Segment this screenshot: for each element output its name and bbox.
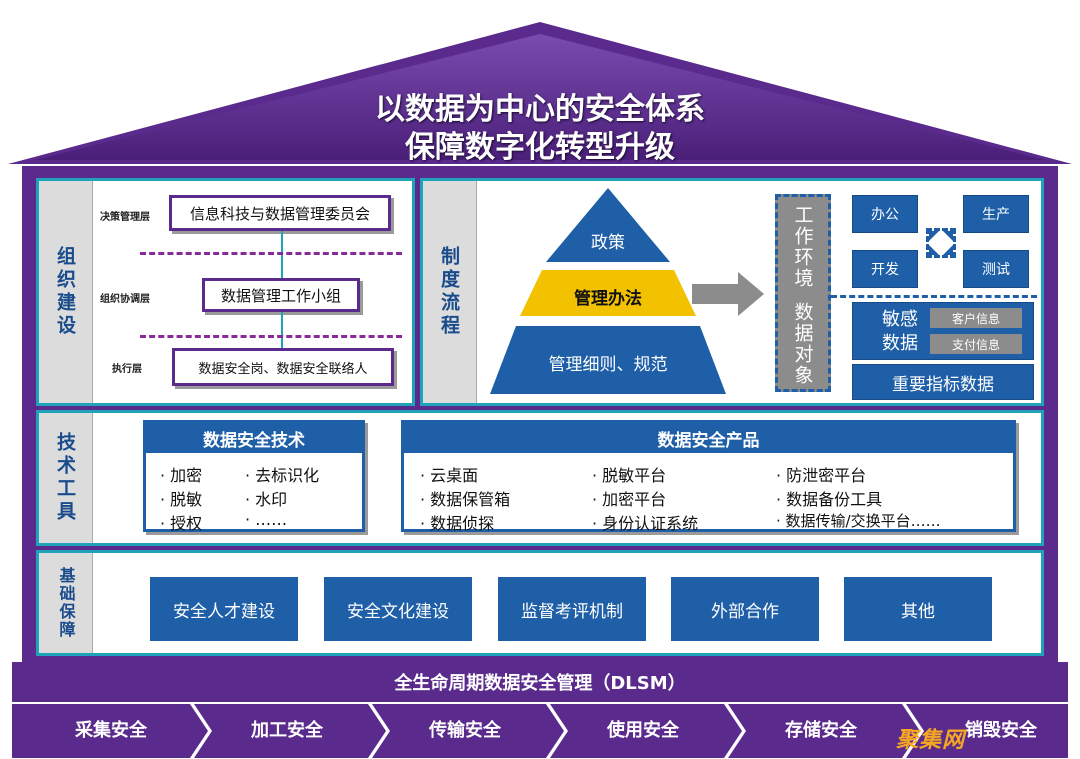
- org-divider-1: [140, 252, 402, 255]
- product-item: · 数据保管箱: [420, 490, 511, 509]
- tag-customer-info: 客户信息: [930, 308, 1022, 328]
- product-item: · 脱敏平台: [592, 466, 667, 485]
- data-obj-label: 数据对象: [791, 302, 814, 386]
- foundation-external: 外部合作: [671, 577, 819, 641]
- tech-item: · 脱敏: [160, 490, 203, 509]
- dlsm-bar: 全生命周期数据安全管理（DLSM）: [12, 662, 1068, 702]
- pyramid-top: [546, 188, 670, 262]
- org-box-committee: 信息科技与数据管理委员会: [169, 195, 391, 231]
- roof: [8, 22, 1072, 164]
- tech-header: 数据安全技术: [146, 423, 362, 453]
- foundation-talent: 安全人才建设: [150, 577, 298, 641]
- tech-item: · 加密: [160, 466, 203, 485]
- system-label: 制度流程: [423, 181, 477, 403]
- product-item: · 防泄密平台: [776, 466, 867, 485]
- org-connector-2: [281, 312, 283, 350]
- foundation-label: 基础保障: [39, 553, 93, 653]
- org-box-workgroup: 数据管理工作小组: [202, 278, 360, 312]
- org-tier-1: 决策管理层: [100, 212, 150, 223]
- org-tier-3: 执行层: [112, 364, 142, 375]
- tech-label: 技术工具: [39, 413, 93, 543]
- env-object-column: [775, 194, 831, 392]
- pyramid-bottom-label: 管理细则、规范: [548, 355, 668, 375]
- pyramid-middle-label: 管理办法: [574, 289, 642, 309]
- watermark-logo: 聚集网: [896, 728, 966, 753]
- env-office: 办公: [852, 195, 918, 233]
- foundation-culture: 安全文化建设: [324, 577, 472, 641]
- org-box-executors: 数据安全岗、数据安全联络人: [172, 348, 394, 386]
- org-tier-2: 组织协调层: [100, 294, 150, 305]
- title-line-1: 以数据为中心的安全体系: [375, 92, 705, 127]
- stage-transfer: 传输安全: [429, 720, 501, 741]
- tech-item: · 去标识化: [245, 466, 320, 485]
- work-env-label: 工作环境: [791, 205, 814, 289]
- stage-store: 存储安全: [785, 720, 857, 741]
- key-data-box: 重要指标数据: [852, 364, 1034, 400]
- product-item: · 数据传输/交换平台……: [776, 512, 941, 530]
- product-item: · 数据侦探: [420, 514, 495, 533]
- pyramid-top-label: 政策: [591, 233, 625, 253]
- org-label: 组织建设: [39, 181, 93, 403]
- env-divider: [831, 295, 1037, 298]
- lifecycle-chevrons: [12, 704, 1068, 758]
- sensitive-data-label: 敏感数据: [882, 309, 918, 354]
- product-item: · 云桌面: [420, 466, 479, 485]
- org-divider-2: [140, 335, 402, 338]
- pyramid-bottom: [490, 326, 726, 394]
- product-item: · 数据备份工具: [776, 490, 883, 509]
- product-header: 数据安全产品: [404, 423, 1013, 453]
- cross-link-icon: [926, 228, 956, 258]
- tech-item: · 授权: [160, 514, 203, 533]
- product-item: · 身份认证系统: [592, 514, 699, 533]
- pyramid: [490, 188, 726, 394]
- arrow-right-icon: [692, 272, 764, 316]
- env-production: 生产: [963, 195, 1029, 233]
- title-line-2: 保障数字化转型升级: [405, 130, 675, 165]
- tech-item: · 水印: [245, 490, 288, 509]
- tag-payment-info: 支付信息: [930, 334, 1022, 354]
- foundation-supervision: 监督考评机制: [498, 577, 646, 641]
- org-connector-1: [281, 231, 283, 279]
- pyramid-middle: [520, 270, 696, 316]
- stage-use: 使用安全: [607, 720, 679, 741]
- env-development: 开发: [852, 250, 918, 288]
- env-testing: 测试: [963, 250, 1029, 288]
- product-item: · 加密平台: [592, 490, 667, 509]
- tech-item: · ……: [245, 510, 288, 529]
- foundation-other: 其他: [844, 577, 992, 641]
- stage-collect: 采集安全: [75, 720, 147, 741]
- stage-destroy: 销毁安全: [965, 720, 1037, 741]
- stage-process: 加工安全: [251, 720, 323, 741]
